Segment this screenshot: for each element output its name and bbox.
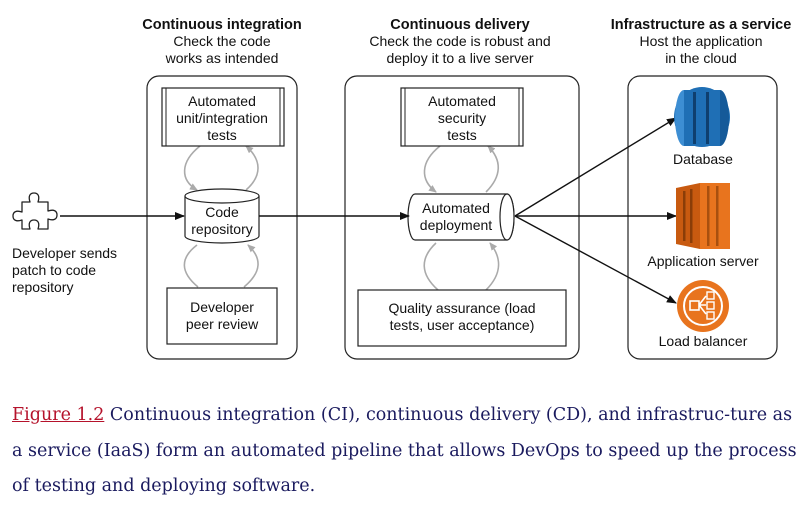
load-balancer-label: Load balancer <box>659 333 748 349</box>
developer-line2: patch to code <box>12 262 96 278</box>
cd-header: Continuous delivery Check the code is ro… <box>369 17 550 66</box>
security-line1: Automated <box>428 93 496 109</box>
security-line2: security <box>438 110 486 126</box>
ci-header: Continuous integration Check the code wo… <box>142 17 301 66</box>
ci-tests-line3: tests <box>207 127 237 143</box>
load-balancer-icon <box>677 280 729 332</box>
caption-text: Continuous integration (CI), continuous … <box>12 405 797 496</box>
ci-title: Continuous integration <box>142 17 301 33</box>
cd-desc-line1: Check the code is robust and <box>369 33 550 49</box>
iaas-title: Infrastructure as a service <box>611 17 792 33</box>
quality-assurance-box: Quality assurance (load tests, user acce… <box>357 289 567 347</box>
repo-line2: repository <box>191 221 252 237</box>
ci-desc-line1: Check the code <box>173 33 270 49</box>
peer-review-box: Developer peer review <box>166 287 278 345</box>
developer-line3: repository <box>12 279 73 295</box>
figure-reference-link[interactable]: Figure 1.2 <box>12 405 105 425</box>
review-line1: Developer <box>190 299 254 315</box>
deploy-to-loadbalancer-arrow <box>514 215 677 304</box>
ci-tests-line1: Automated <box>188 93 256 109</box>
security-line3: tests <box>447 127 477 143</box>
iaas-desc-line2: in the cloud <box>665 50 737 66</box>
database-label: Database <box>673 151 733 167</box>
puzzle-piece-icon <box>12 192 58 230</box>
deploy-line1: Automated <box>422 200 490 216</box>
ci-desc-line2: works as intended <box>165 50 279 66</box>
developer-label: Developer sends patch to code repository <box>12 245 117 295</box>
ci-upper-loop <box>183 145 259 191</box>
deploy-line2: deployment <box>420 217 492 233</box>
cd-security-box: Automated security tests <box>400 87 524 147</box>
application-server-label: Application server <box>647 253 759 269</box>
cd-title: Continuous delivery <box>390 17 529 33</box>
cd-upper-loop <box>423 145 500 193</box>
qa-line2: tests, user acceptance) <box>390 317 535 333</box>
ci-panel <box>146 75 298 360</box>
qa-line1: Quality assurance (load <box>388 300 535 316</box>
cd-panel <box>344 75 580 360</box>
database-icon <box>674 87 730 147</box>
review-line2: peer review <box>186 316 259 332</box>
ci-lower-loop <box>183 244 259 288</box>
figure-caption: Figure 1.2 Continuous integration (CI), … <box>12 398 802 505</box>
iaas-header: Infrastructure as a service Host the app… <box>611 17 792 66</box>
pipeline-diagram: Continuous integration Check the code wo… <box>12 17 792 360</box>
repo-line1: Code <box>205 204 239 220</box>
ci-tests-box: Automated unit/integration tests <box>161 87 285 147</box>
ci-tests-line2: unit/integration <box>176 110 268 126</box>
iaas-panel <box>627 75 778 360</box>
cd-lower-loop <box>423 242 500 291</box>
deploy-to-database-arrow <box>514 117 677 217</box>
automated-deployment-cylinder: Automated deployment <box>407 193 515 241</box>
application-server-icon <box>676 183 730 249</box>
code-repository-cylinder: Code repository <box>184 188 260 244</box>
iaas-desc-line1: Host the application <box>640 33 763 49</box>
developer-line1: Developer sends <box>12 245 117 261</box>
cd-desc-line2: deploy it to a live server <box>386 50 533 66</box>
